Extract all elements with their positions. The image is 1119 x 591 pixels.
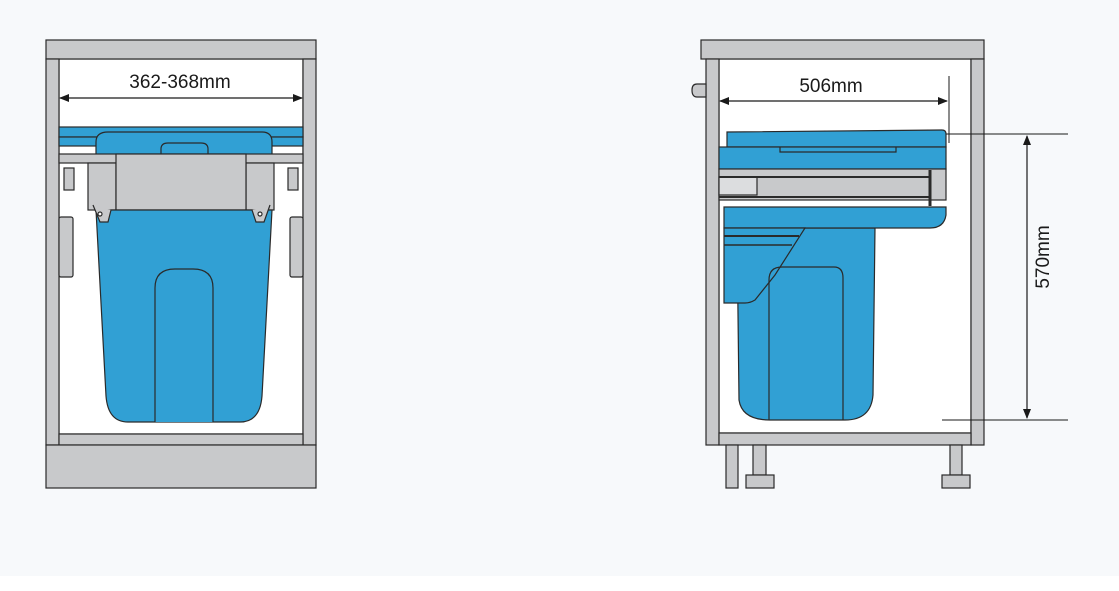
- leg-middle: [752, 444, 767, 476]
- side-front-post: [705, 58, 720, 446]
- left-hinge-block: [58, 216, 74, 278]
- left-runner-clip: [63, 167, 75, 191]
- cabinet-plinth: [45, 444, 317, 489]
- cabinet-right-side: [302, 58, 317, 446]
- lid-handle: [160, 142, 209, 155]
- leg-back: [949, 444, 963, 476]
- cabinet-bottom-board: [58, 433, 304, 446]
- bucket-handle-recess: [154, 268, 214, 422]
- diagram-canvas: 362-368mm 506mm 570mm: [45, 39, 1068, 489]
- side-handle-recess: [768, 266, 844, 420]
- side-top-board: [700, 39, 985, 60]
- leg-front: [725, 444, 739, 489]
- side-lid-band: [718, 146, 947, 170]
- left-screw-icon: [97, 211, 103, 217]
- height-dimension-label: 570mm: [1033, 225, 1054, 288]
- leg-back-foot: [941, 474, 971, 489]
- cabinet-left-side: [45, 58, 60, 446]
- bucket-top-shelf: [723, 206, 947, 229]
- side-bottom-board: [718, 432, 972, 446]
- front-shell: [723, 227, 807, 304]
- right-runner-clip: [287, 167, 299, 191]
- cabinet-top-board: [45, 39, 317, 60]
- right-hinge-block: [289, 216, 304, 278]
- lid-step-line: [779, 147, 897, 153]
- right-screw-icon: [257, 211, 263, 217]
- side-view: [691, 39, 985, 489]
- runner-front-part: [718, 176, 758, 196]
- center-frame: [115, 153, 247, 211]
- front-view: [45, 39, 317, 489]
- right-bracket: [245, 162, 275, 211]
- leg-middle-foot: [745, 474, 775, 489]
- side-lid: [726, 129, 947, 148]
- side-back-post: [970, 58, 985, 446]
- left-bracket: [87, 162, 117, 211]
- depth-dimension-label: 506mm: [799, 76, 862, 97]
- door-knob: [691, 83, 707, 98]
- width-dimension-label: 362-368mm: [129, 72, 230, 93]
